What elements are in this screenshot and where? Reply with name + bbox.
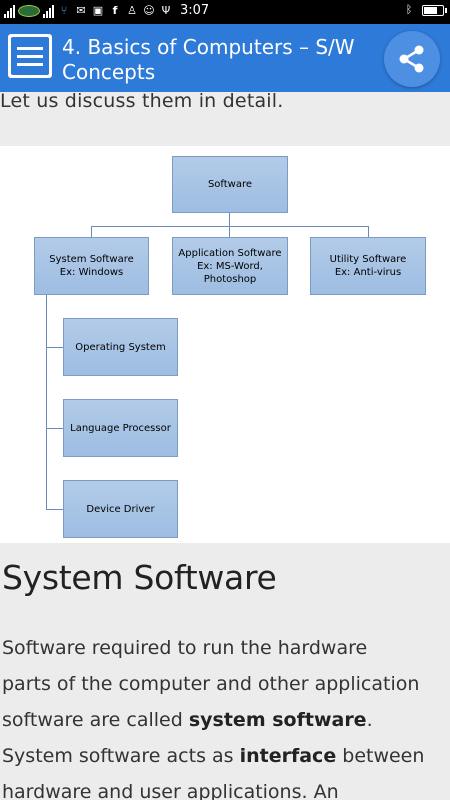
bold-term: system software bbox=[188, 709, 367, 731]
paragraph-line: parts of the computer and other applicat… bbox=[2, 673, 420, 695]
node-label: Ex: Windows bbox=[59, 267, 124, 278]
connector-line bbox=[368, 226, 369, 237]
software-hierarchy-diagram: Software System Software Ex: Windows App… bbox=[0, 146, 450, 543]
connector-line bbox=[229, 226, 230, 237]
node-language-processor: Language Processor bbox=[63, 399, 178, 457]
node-application-software: Application Software Ex: MS-Word, Photos… bbox=[172, 237, 288, 295]
node-label: Ex: MS-Word, bbox=[197, 260, 263, 272]
body-paragraph: Software required to run the hardware pa… bbox=[2, 630, 450, 800]
share-icon: ⑂ bbox=[60, 3, 68, 17]
node-label: Ex: Anti-virus bbox=[334, 267, 402, 278]
android-icon: ☺ bbox=[143, 3, 155, 17]
paragraph-text: . bbox=[366, 709, 373, 731]
paragraph-line: hardware and user applications. An bbox=[2, 781, 339, 800]
node-system-software: System Software Ex: Windows bbox=[34, 237, 149, 295]
signal-icon bbox=[43, 4, 54, 18]
node-label: Utility Software bbox=[329, 254, 407, 265]
signal-icon bbox=[4, 4, 15, 18]
node-software: Software bbox=[172, 156, 288, 213]
node-utility-software: Utility Software Ex: Anti-virus bbox=[310, 237, 426, 295]
app-bar: 4. Basics of Computers – S/W Concepts bbox=[0, 24, 450, 92]
person-add-icon: ♙ bbox=[127, 3, 137, 17]
paragraph-text: System software acts as bbox=[2, 745, 240, 767]
usb-icon: Ψ bbox=[161, 3, 171, 17]
connector-line bbox=[46, 509, 63, 510]
node-device-driver: Device Driver bbox=[63, 480, 178, 538]
facebook-icon: f bbox=[112, 3, 118, 17]
paragraph-text: software are called bbox=[2, 709, 189, 731]
bluetooth-icon: ᛒ bbox=[405, 3, 413, 16]
intro-text: Let us discuss them in detail. bbox=[0, 90, 284, 112]
paragraph-line: software are called system software. bbox=[2, 702, 450, 738]
battery-icon bbox=[422, 4, 447, 16]
connector-line bbox=[46, 347, 63, 348]
paragraph-line: System software acts as interface betwee… bbox=[2, 738, 450, 774]
share-button[interactable] bbox=[384, 31, 440, 87]
paragraph-line: Software required to run the hardware bbox=[2, 637, 368, 659]
connector-line bbox=[46, 428, 63, 429]
page-title: 4. Basics of Computers – S/W Concepts bbox=[62, 35, 355, 84]
hamburger-menu-icon[interactable] bbox=[8, 34, 52, 78]
node-label: Software bbox=[207, 179, 253, 190]
connector-line bbox=[91, 226, 92, 237]
connector-line bbox=[46, 294, 47, 509]
connector-line bbox=[91, 226, 369, 227]
node-label: Application Software bbox=[178, 247, 282, 259]
gmail-icon: ✉ bbox=[76, 3, 86, 17]
photo-icon: ▣ bbox=[92, 3, 104, 17]
carrier-logo bbox=[18, 4, 40, 17]
paragraph-text: between bbox=[336, 745, 425, 767]
connector-line bbox=[229, 212, 230, 226]
node-label: Device Driver bbox=[86, 503, 155, 515]
node-label: Photoshop bbox=[203, 273, 257, 285]
node-label: Operating System bbox=[75, 341, 166, 353]
bold-term: interface bbox=[239, 745, 337, 767]
status-time: 3:07 bbox=[180, 3, 210, 18]
node-label: Language Processor bbox=[70, 422, 171, 434]
status-bar: ⑂ ✉ ▣ f ♙ ☺ Ψ 3:07 ᛒ bbox=[0, 0, 450, 24]
node-operating-system: Operating System bbox=[63, 318, 178, 376]
section-heading: System Software bbox=[2, 558, 277, 597]
node-label: System Software bbox=[49, 254, 134, 265]
share-icon bbox=[399, 45, 424, 73]
